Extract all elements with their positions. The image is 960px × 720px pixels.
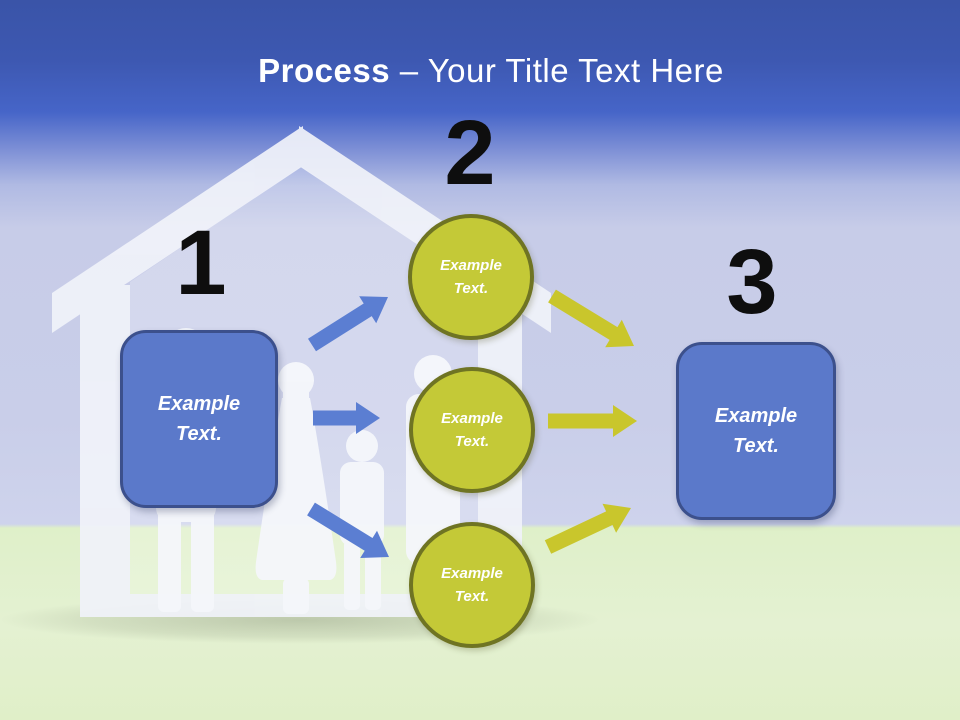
step-2-circle-bottom: Example Text. bbox=[409, 522, 535, 648]
slide-title: Process – Your Title Text Here bbox=[0, 52, 960, 90]
step-3-box: Example Text. bbox=[676, 342, 836, 520]
arrow-yellow-up-right-icon bbox=[544, 503, 631, 554]
step-number-1: 1 bbox=[175, 212, 227, 314]
step-number-3: 3 bbox=[726, 231, 778, 333]
arrow-blue-down-right-icon bbox=[307, 502, 389, 558]
title-keyword: Process bbox=[258, 52, 391, 89]
arrow-yellow-right-icon bbox=[548, 405, 637, 437]
arrow-blue-up-right-icon bbox=[308, 296, 388, 352]
step-2-circle-top-label: Example Text. bbox=[440, 256, 502, 297]
step-3-label: Example Text. bbox=[714, 405, 798, 457]
step-2-circle-middle: Example Text. bbox=[409, 367, 535, 493]
step-2-circle-top: Example Text. bbox=[408, 214, 534, 340]
step-1-box: Example Text. bbox=[120, 330, 278, 508]
step-1-label: Example Text. bbox=[157, 393, 241, 445]
step-2-circle-middle-label: Example Text. bbox=[441, 409, 503, 450]
arrow-yellow-down-right-icon bbox=[548, 289, 634, 348]
title-text: – Your Title Text Here bbox=[390, 52, 724, 89]
arrow-blue-right-icon bbox=[313, 402, 380, 434]
roof-left-beam bbox=[52, 126, 303, 333]
step-2-circle-bottom-label: Example Text. bbox=[441, 564, 503, 605]
step-number-2: 2 bbox=[444, 102, 496, 204]
